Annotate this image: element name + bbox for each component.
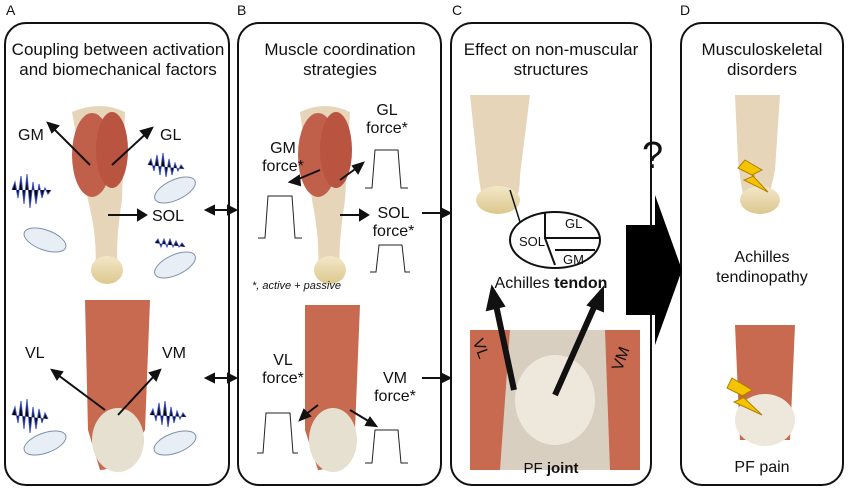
label-gm-force: GM force* — [262, 140, 304, 175]
joint-caption: PF joint — [452, 460, 650, 478]
label-vl: VL — [25, 345, 45, 362]
emg-signals — [11, 152, 187, 434]
big-arrow — [626, 195, 682, 345]
panel-letter-a: A — [6, 2, 16, 18]
lightning-icon — [737, 159, 769, 193]
joint-caption-text: PF — [523, 460, 547, 477]
footnote: *, active + passive — [252, 280, 341, 292]
panel-letter-d: D — [680, 2, 691, 18]
tendon-label-gm: GM — [563, 252, 584, 267]
achilles-illustration-d — [735, 95, 780, 214]
tendon-label-gl: GL — [565, 216, 583, 231]
muscle-model-icons — [23, 176, 197, 456]
panel-b-title: Muscle coordination strategies — [264, 40, 416, 79]
tendon-caption-bold: tendon — [554, 275, 608, 292]
label-vm-force: VM force* — [374, 370, 416, 405]
arrows — [46, 121, 604, 428]
disorder-achilles-tendinopathy: Achilles tendinopathy — [716, 249, 808, 286]
panel-a-title: Coupling between activation and biomecha… — [11, 40, 225, 79]
disorder-pf-pain: PF pain — [734, 459, 790, 476]
lightning-icon — [726, 377, 763, 416]
label-sol-force: SOL force* — [372, 205, 415, 240]
panel-c-title: Effect on non-muscular structures — [463, 40, 639, 79]
label-vl-force: VL force* — [262, 352, 304, 387]
calf-illustration-b — [298, 106, 352, 284]
thigh-illustration-b — [305, 305, 360, 472]
tendon-caption: Achilles tendon — [452, 275, 650, 293]
thigh-illustration-a — [85, 300, 150, 472]
panel-letter-c: C — [452, 2, 463, 18]
joint-caption-bold: joint — [546, 460, 579, 477]
tendon-diagram — [509, 189, 601, 269]
tendon-caption-text: Achilles — [494, 275, 555, 292]
label-gl: GL — [160, 127, 182, 144]
label-sol: SOL — [152, 208, 185, 225]
question-mark: ? — [642, 135, 664, 177]
knee-illustration-d — [726, 325, 795, 446]
force-traces — [257, 149, 410, 464]
panel-d-title: Musculoskeletal disorders — [701, 40, 823, 79]
label-gm: GM — [18, 127, 44, 144]
knee-illustration-c — [470, 330, 640, 470]
tendon-label-sol: SOL — [519, 234, 546, 249]
label-vm: VM — [162, 345, 186, 362]
calf-illustration-a — [72, 106, 128, 284]
achilles-illustration — [470, 95, 530, 214]
panel-letter-b: B — [237, 2, 247, 18]
label-gl-force: GL force* — [366, 102, 408, 137]
